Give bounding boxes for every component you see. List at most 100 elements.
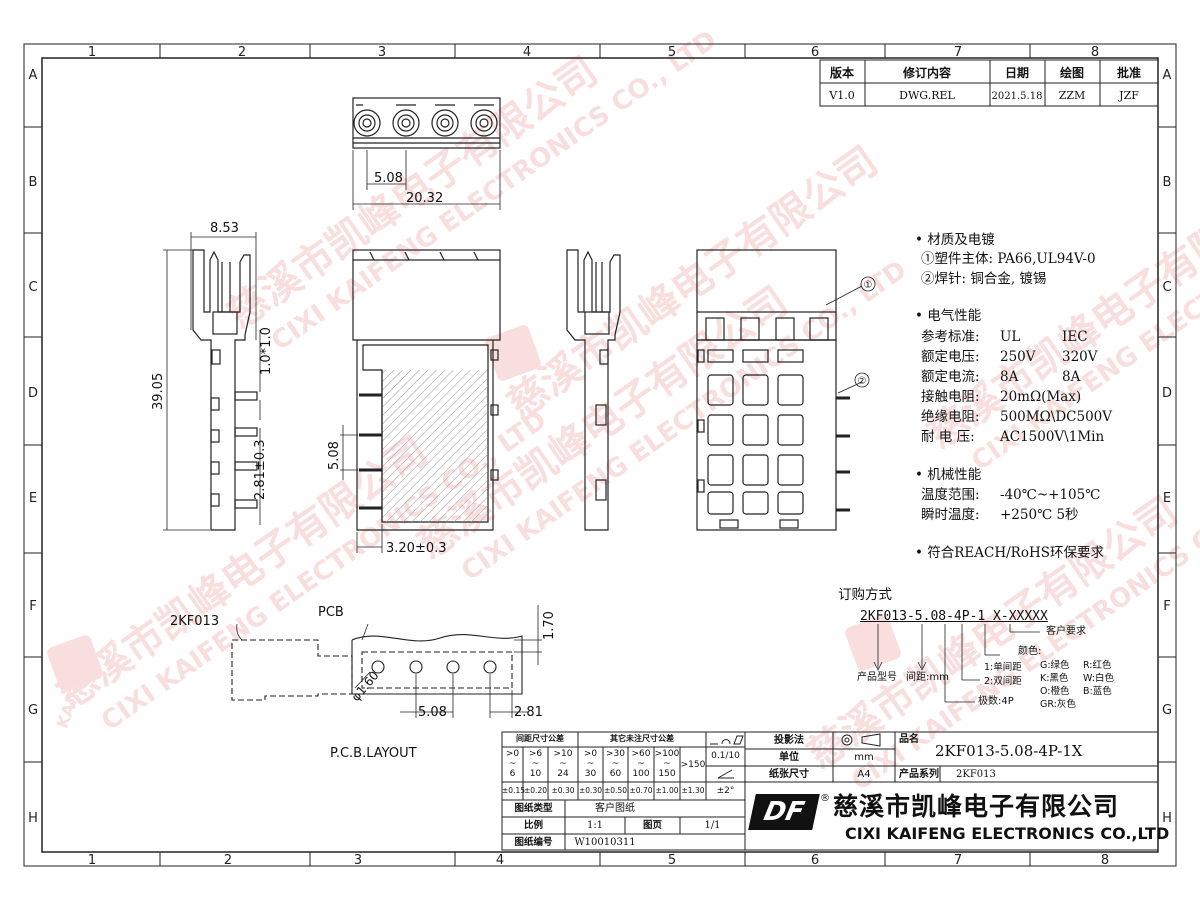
spec-insulation-label: 绝缘电阻:: [921, 409, 980, 425]
ordering-color-title: 颜色:: [1018, 646, 1042, 657]
front-view: [340, 249, 501, 553]
spec-insulation-val: 500MΩ\DC500V: [1000, 409, 1113, 425]
col-label: 3: [378, 45, 386, 60]
tol-range: >0: [505, 749, 520, 759]
spec-material-2: ②焊针: 铜合金, 镀锡: [921, 271, 1047, 287]
col-label: 5: [668, 45, 676, 60]
revision-table-text: 版本 修订内容 日期 绘图 批准 V1.0 DWG.REL 2021.5.18 …: [828, 65, 1141, 102]
rev-cell: 2021.5.18: [992, 91, 1043, 102]
tol-range-over: >150: [680, 760, 706, 770]
dim-pcb-height: 1.70: [542, 611, 557, 640]
tol-range: 6: [509, 769, 516, 779]
tol-header: 间距尺寸公差: [516, 734, 564, 743]
spec-material-1: ①塑件主体: PA66,UL94V-0: [921, 251, 1096, 267]
tol-range: >30: [606, 749, 625, 759]
tol-value: ±0.30: [551, 786, 575, 795]
spec-current-label: 额定电流:: [921, 369, 980, 385]
side-view-right: [566, 249, 621, 531]
row-label: B: [1163, 175, 1172, 190]
ordering-pitch-opt: 1:单间距: [984, 662, 1022, 673]
watermark-logo: [47, 635, 103, 691]
tol-range: 30: [584, 769, 597, 779]
ordering-customer: 客户要求: [1046, 626, 1086, 637]
col-label: 4: [496, 853, 504, 868]
row-label: D: [1162, 386, 1172, 401]
company-name-en: CIXI KAIFENG ELECTRONICS CO.,LTD: [845, 824, 1170, 843]
rev-header: 修订内容: [902, 65, 951, 80]
ordering-diagram: [873, 624, 1040, 703]
dim-pcb-pitch: 5.08: [418, 705, 447, 720]
dim-hole: φ1.60: [349, 668, 382, 704]
spec-temp-label: 温度范围:: [921, 487, 980, 503]
col-label: 7: [954, 853, 962, 868]
row-label: H: [1162, 811, 1172, 826]
pcb-part-label: 2KF013: [170, 614, 219, 629]
row-label: H: [28, 811, 38, 826]
spec-mechanical-title: • 机械性能: [915, 467, 982, 483]
projection-label: 投影法: [774, 735, 804, 746]
ordering-color: K:黑色: [1040, 673, 1069, 684]
tol-value: ±0.20: [524, 786, 547, 795]
rev-cell: JZF: [1118, 89, 1139, 102]
col-label: 5: [668, 853, 676, 868]
spec-withstand-val: AC1500V\1Min: [1000, 429, 1105, 445]
ordering-pitch-opt: 2:双间距: [984, 676, 1022, 687]
row-label: C: [1162, 280, 1171, 295]
col-label: 7: [954, 45, 962, 60]
row-label: G: [28, 703, 38, 718]
rev-cell: DWG.REL: [899, 89, 955, 102]
spec-voltage-ul: 250V: [1000, 349, 1036, 365]
tol-value: ±0.15: [502, 786, 525, 795]
scale-value: 1:1: [586, 820, 604, 831]
dim-pcb-edge: 2.81: [514, 705, 543, 720]
spec-current-ul: 8A: [1000, 369, 1019, 385]
ordering-pitch: 间距:mm: [906, 672, 949, 683]
spec-voltage-label: 额定电压:: [921, 349, 980, 365]
spec-std-iec: IEC: [1062, 329, 1088, 345]
ordering-code: 2KF013-5.08-4P-1 X-XXXXX: [860, 609, 1048, 624]
spec-contact-val: 20mΩ(Max): [1000, 389, 1082, 405]
tol-range: 10: [529, 769, 542, 779]
row-label: F: [1163, 599, 1170, 614]
company-name-cn: 慈溪市凯峰电子有限公司: [833, 792, 1120, 821]
row-label: C: [28, 280, 37, 295]
ordering-title: 订购方式: [838, 587, 892, 603]
row-label: B: [29, 175, 38, 190]
tolerance-table-grid: [501, 731, 746, 851]
row-label: D: [28, 386, 38, 401]
col-label: 2: [238, 45, 246, 60]
rev-cell: V1.0: [828, 89, 854, 102]
drawing-type-label: 图纸类型: [514, 803, 553, 814]
company-logo: DF: [748, 794, 820, 830]
paper-label: 纸张尺寸: [769, 769, 809, 780]
col-label: 8: [1091, 45, 1099, 60]
rev-cell: ZZM: [1059, 89, 1086, 102]
row-label: A: [29, 68, 38, 83]
row-label: E: [29, 491, 37, 506]
zone-labels: 1 2 3 4 5 6 7 8 1 2 3 4 5 6 7 8 A B C D …: [28, 45, 1172, 868]
paper-value: A4: [857, 769, 871, 780]
tol-value: ±1.30: [681, 786, 705, 795]
tol-range: 60: [609, 769, 622, 779]
col-label: 1: [88, 45, 96, 60]
top-view: [352, 97, 501, 210]
dim-side-width: 8.53: [210, 221, 239, 236]
tol-value: ±0.70: [629, 786, 653, 795]
product-name-label: 品名: [899, 734, 919, 745]
col-label: 4: [523, 45, 531, 60]
row-label: G: [1162, 703, 1172, 718]
tol-range: >6: [528, 749, 543, 759]
ordering-color: R:红色: [1083, 660, 1112, 671]
dim-pitch-vertical: 5.08: [327, 441, 342, 470]
spec-current-iec: 8A: [1062, 369, 1081, 385]
rev-header: 版本: [830, 65, 854, 80]
scale-label: 比例: [523, 820, 543, 831]
col-label: 6: [811, 45, 819, 60]
page-label: 图页: [642, 820, 662, 831]
row-label: A: [1163, 68, 1172, 83]
watermark-logo: [485, 325, 541, 381]
product-series: 2KF013: [956, 769, 996, 780]
ordering-color: G:绿色: [1040, 660, 1070, 671]
title-block-grid: [744, 731, 1159, 851]
